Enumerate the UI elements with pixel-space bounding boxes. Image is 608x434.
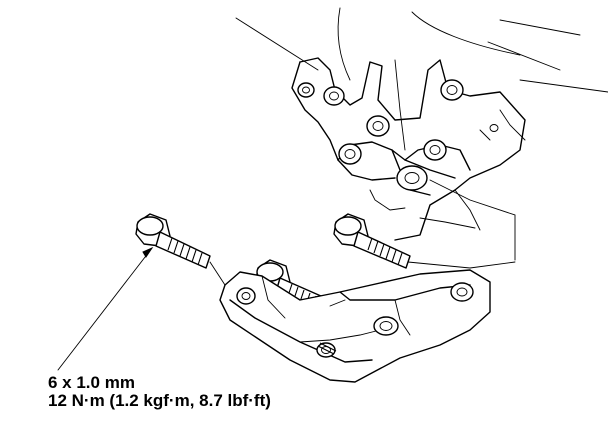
torque-spec-text: 12 N·m (1.2 kgf·m, 8.7 lbf·ft) xyxy=(48,391,271,410)
bolt-left xyxy=(135,213,211,269)
bolt-right xyxy=(333,213,411,269)
bolt-size-text: 6 x 1.0 mm xyxy=(48,373,135,392)
bolt-spec-label: 6 x 1.0 mm 12 N·m (1.2 kgf·m, 8.7 lbf·ft… xyxy=(48,374,271,410)
guide-lines xyxy=(209,261,516,307)
engine-housing xyxy=(235,7,608,261)
mounting-bracket xyxy=(219,269,491,383)
callout-leader xyxy=(57,246,154,371)
